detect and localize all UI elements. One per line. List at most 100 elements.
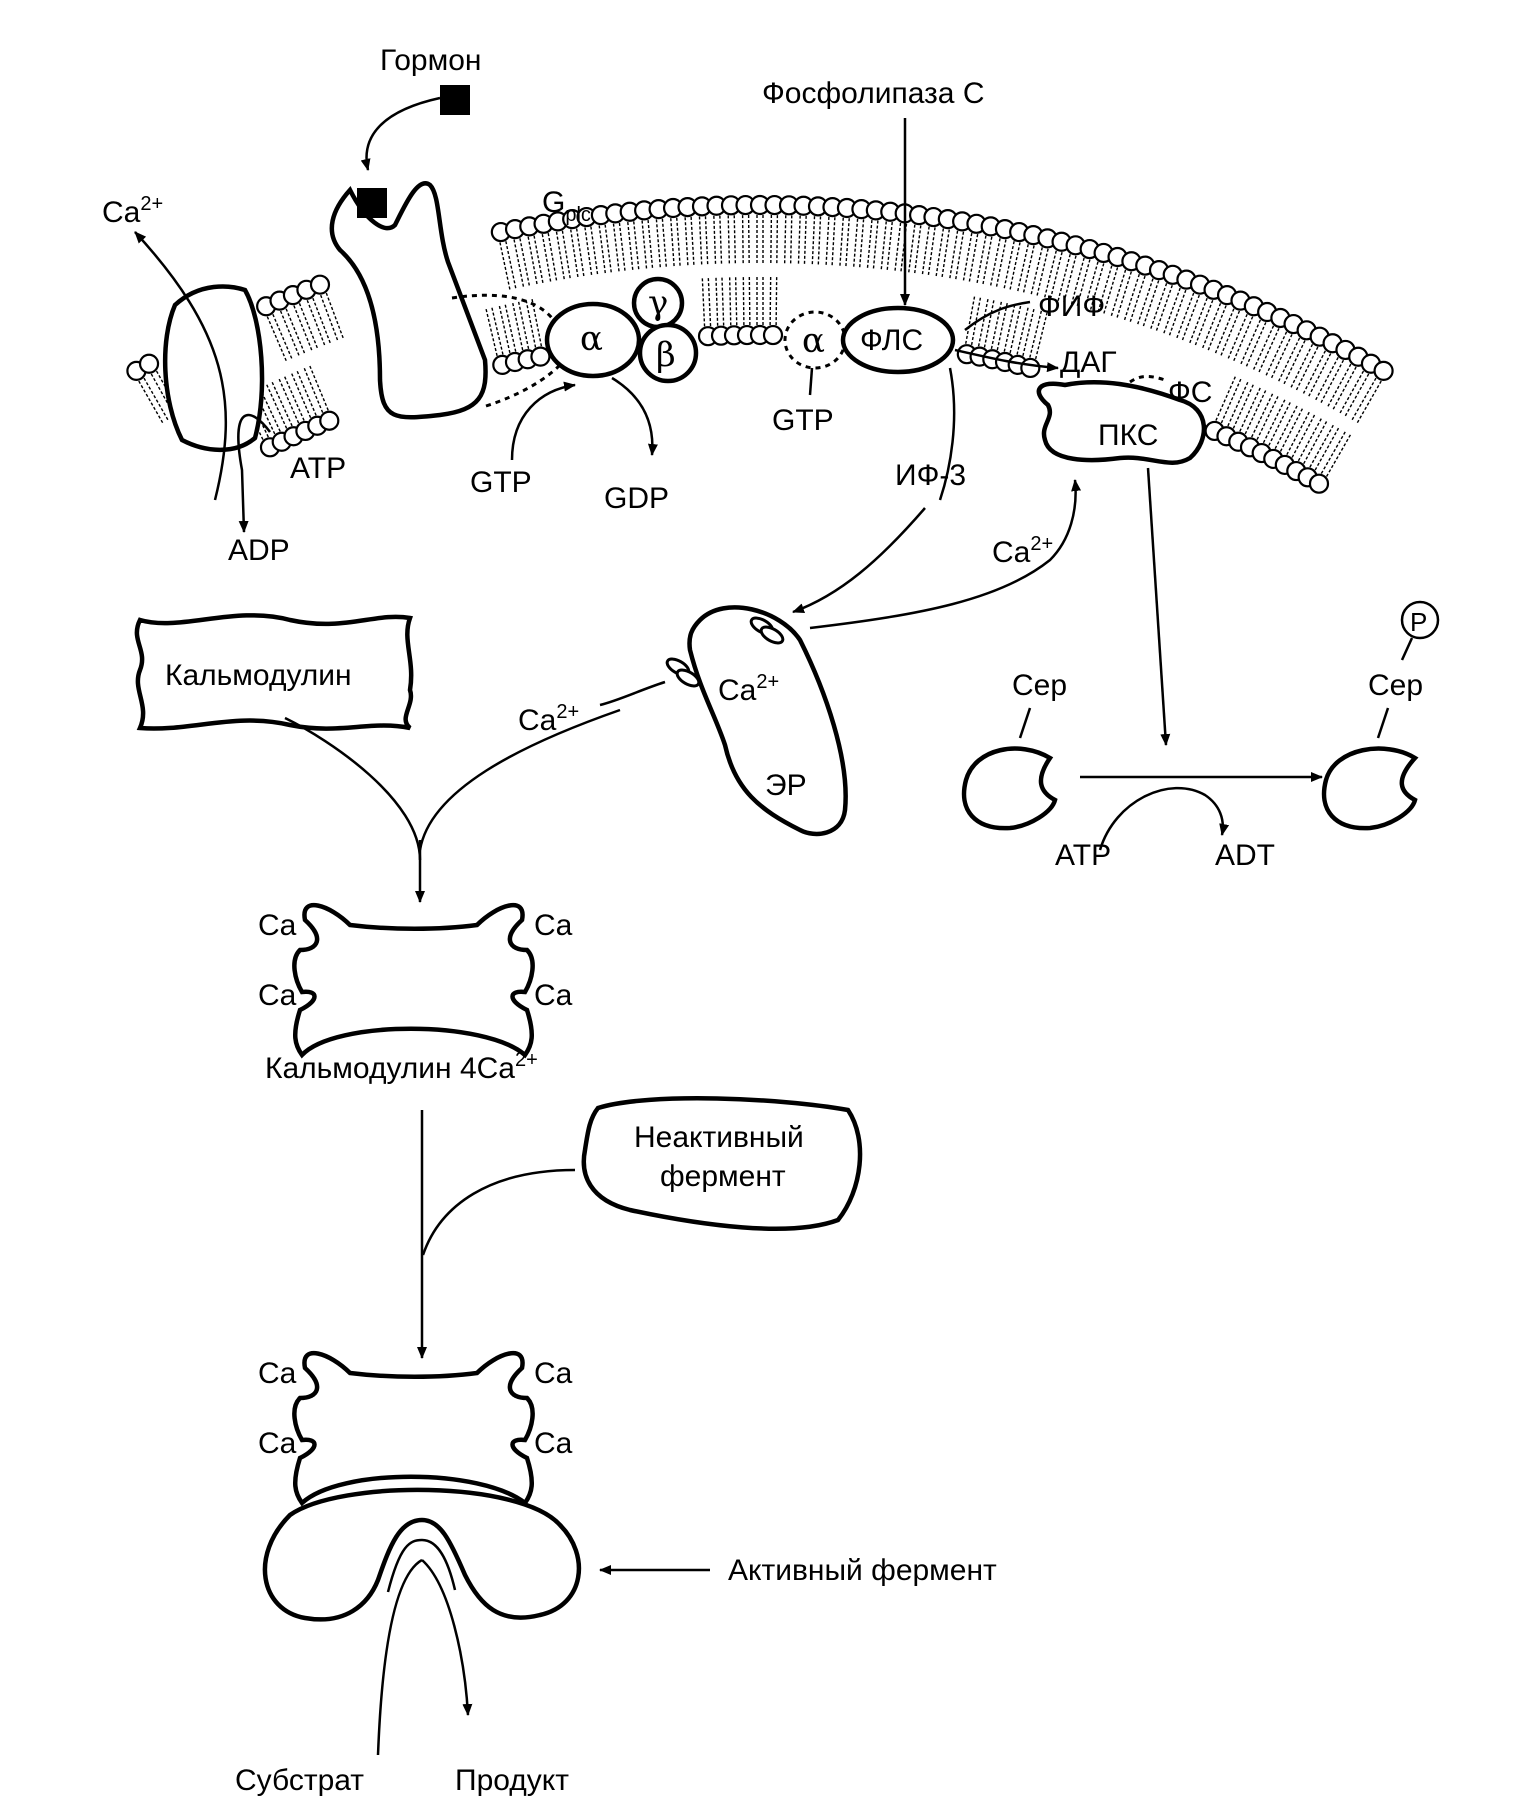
- protein-kinase-c-group: ФС ПКС: [1036, 375, 1212, 746]
- outer-lipid-tail: [1049, 252, 1063, 299]
- ca-efflux-arrow: [134, 231, 228, 501]
- ca-site-2: Ca: [258, 979, 297, 1012]
- calmodulin-4ca-complex: Ca Ca Ca Ca Кальмодулин 4Ca2+: [258, 902, 573, 1085]
- outer-lipid-tail: [1344, 373, 1370, 417]
- outer-lipid-tail: [590, 226, 599, 275]
- gdp-release-arrow: [611, 376, 658, 456]
- inner-lipid-tail: [728, 277, 732, 326]
- outer-lipid-tail: [320, 294, 339, 341]
- outer-lipid-tail: [747, 215, 750, 264]
- outer-lipid-tail: [312, 297, 331, 344]
- outer-lipid-tail: [990, 238, 1001, 286]
- inactive-enzyme-connector: [421, 1168, 576, 1256]
- inner-lipid-tail: [965, 296, 976, 344]
- outer-lipid-tail: [1240, 319, 1262, 365]
- inner-lipid-tail: [1022, 308, 1035, 357]
- outer-lipid-tail: [1022, 245, 1035, 293]
- outer-lipid-tail: [1302, 350, 1326, 394]
- substrate-protein-phosphorylated: [1321, 746, 1419, 831]
- outer-lipid-tail: [1030, 247, 1043, 295]
- inner-lipid-tail: [1220, 378, 1242, 424]
- outer-lipid-tail: [499, 242, 511, 290]
- outer-lipid-tail: [845, 218, 850, 267]
- calmodulin-label: Кальмодулин: [165, 659, 352, 692]
- outer-lipid-tail: [1070, 257, 1085, 305]
- atp-pump-label: ATP: [290, 452, 346, 485]
- outer-lipid-tail: [627, 221, 634, 270]
- inner-lipid-tail: [517, 301, 530, 349]
- if3-connector: [938, 367, 956, 501]
- inner-lipid-tail: [1034, 312, 1048, 360]
- er-ion-channel-top: [749, 616, 785, 645]
- ca-site-4: Ca: [534, 979, 573, 1012]
- inner-lipid-tail: [734, 277, 738, 326]
- inner-lipid-tail: [1227, 381, 1249, 427]
- inner-lipid-tail: [271, 381, 293, 427]
- inner-lipid-tail: [707, 278, 712, 327]
- outer-lipid-tail: [690, 216, 695, 265]
- outer-lipid-tail: [1327, 363, 1352, 407]
- ca-to-pkc-arrow: [809, 479, 1082, 630]
- inner-lipid-tail: [701, 278, 706, 327]
- outer-lipid-tail: [547, 233, 558, 281]
- adp-pump-label: ADP: [228, 534, 290, 567]
- g-protein-plc: Gplc α γ β GTP GDP: [451, 186, 699, 515]
- atp-to-adp-arrow: [237, 413, 272, 533]
- hormone-group: Гормон: [360, 44, 481, 171]
- outer-lipid-tail: [1202, 303, 1222, 349]
- outer-lipid-tail: [1089, 263, 1105, 310]
- inner-lipid-tail: [742, 277, 745, 326]
- outer-lipid-tail: [555, 231, 565, 280]
- outer-lipid-head: [1373, 360, 1394, 381]
- inner-lipid-head: [1020, 357, 1041, 379]
- inner-lipid-tail: [769, 277, 772, 326]
- outer-lipid-tail: [1036, 248, 1049, 296]
- ca-to-pkc-label: Ca2+: [992, 533, 1053, 569]
- outer-lipid-tail: [618, 222, 626, 271]
- inner-lipid-tail: [303, 368, 324, 413]
- outer-lipid-tail: [783, 215, 787, 264]
- calcium-pump: Ca2+ ATP ADP: [102, 193, 346, 567]
- inner-lipid-head: [1308, 473, 1330, 494]
- outer-lipid-tail: [1076, 259, 1091, 307]
- outer-lipid-tail: [1123, 273, 1140, 321]
- outer-lipid-tail: [698, 216, 703, 265]
- inner-lipid-tail: [284, 376, 305, 421]
- inner-lipid-tail: [1009, 305, 1022, 354]
- calmodulin-group: Кальмодулин: [134, 613, 621, 903]
- inner-lipid-tail: [531, 299, 543, 347]
- receptor-coupling-dashed: [451, 293, 557, 323]
- outer-lipid-tail: [1009, 242, 1021, 290]
- outer-lipid-tail: [647, 219, 654, 268]
- outer-lipid-tail: [1265, 331, 1288, 376]
- outer-lipid-tail: [831, 217, 836, 266]
- outer-lipid-tail: [776, 215, 779, 264]
- outer-lipid-tail: [727, 215, 731, 264]
- product-path: [421, 1559, 473, 1716]
- outer-lipid-tail: [670, 218, 675, 267]
- inner-lipid-tail: [1251, 393, 1274, 438]
- outer-lipid-tail: [519, 238, 530, 286]
- outer-lipid-tail: [1351, 377, 1377, 421]
- outer-lipid-tail: [968, 234, 979, 282]
- inner-lipid-tail: [1274, 405, 1298, 449]
- er-calcium-group: Ca2+ Ca2+ ЭР Ca2+: [518, 479, 1082, 837]
- inner-lipid-tail: [721, 277, 725, 326]
- outer-lipid-tail: [561, 230, 571, 279]
- phospholipase-c-group: Фосфолипаза С α GTP ФЛС ФИФ ДАГ ИФ-3: [762, 77, 1117, 501]
- outer-lipid-tail: [541, 234, 552, 282]
- gdp-label: GDP: [604, 482, 669, 515]
- outer-lipid-tail: [527, 236, 538, 285]
- outer-lipid-tail: [1320, 359, 1345, 403]
- bound-hormone: [357, 188, 387, 218]
- outer-lipid-tail: [684, 217, 689, 266]
- gtp-mid-label: GTP: [772, 404, 834, 437]
- inner-lipid-head: [762, 324, 784, 346]
- alpha-inactive-label: α: [802, 321, 825, 361]
- outer-lipid-tail: [1057, 254, 1071, 301]
- outer-lipid-tail: [859, 219, 865, 268]
- outer-lipid-tail: [949, 230, 959, 279]
- outer-lipid-tail: [661, 218, 667, 267]
- outer-lipid-tail: [825, 216, 830, 265]
